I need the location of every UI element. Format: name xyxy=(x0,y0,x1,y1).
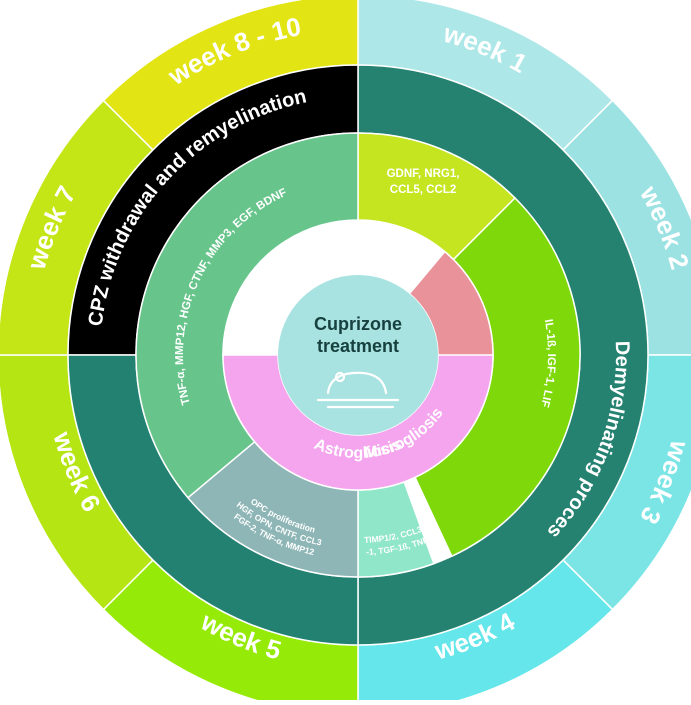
mouse-sleeping-icon xyxy=(316,371,400,409)
factor-ring xyxy=(135,132,581,578)
factor-tnf-segment xyxy=(135,132,359,499)
factor-gdnf-line1: GDNF, NRG1, xyxy=(387,168,460,180)
factor-gdnf-line2: CCL5, CCL2 xyxy=(390,184,456,196)
center-disc-circle xyxy=(278,275,438,435)
center-title-line1: Cuprizone xyxy=(314,314,402,334)
center-title-line2: treatment xyxy=(317,336,399,356)
center-disc xyxy=(278,275,438,435)
factor-igf1-segment xyxy=(357,480,435,578)
